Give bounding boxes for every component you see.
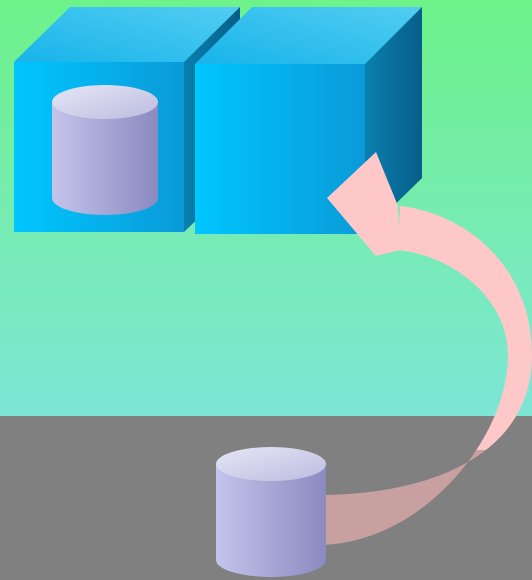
cylinder-inside-top — [52, 85, 158, 119]
cylinder-inside-cube — [52, 85, 158, 215]
cylinder-floor-body — [216, 464, 326, 577]
arrow-head — [327, 152, 400, 256]
curved-arrow-icon — [318, 152, 532, 545]
arrow-shaft — [318, 206, 532, 545]
cube-right-top — [195, 7, 422, 64]
cylinder-on-floor — [216, 447, 326, 577]
cube-left-top — [14, 7, 240, 62]
cylinder-floor-top — [216, 447, 326, 481]
cylinder-inside-body — [52, 102, 158, 215]
